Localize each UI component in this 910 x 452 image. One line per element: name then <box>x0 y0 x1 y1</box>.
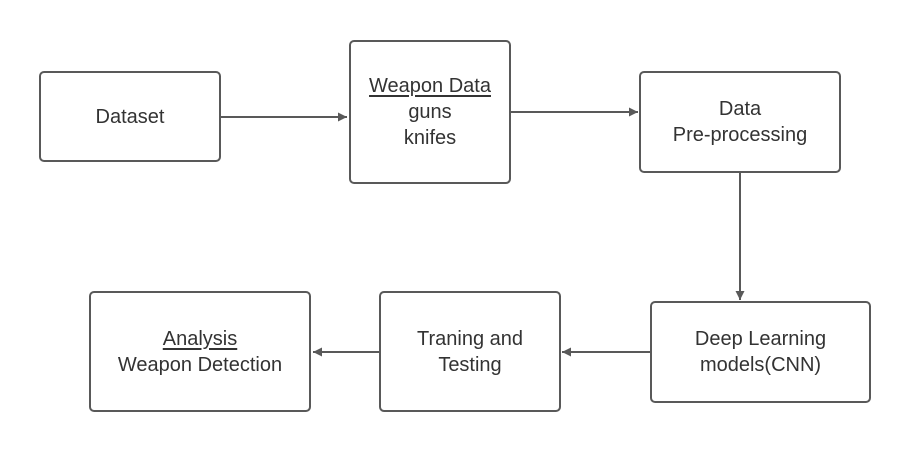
analysis-node: Analysis Weapon Detection <box>89 291 311 412</box>
weapon-data-title: Weapon Data <box>369 75 491 97</box>
training-line-2: Testing <box>438 353 502 376</box>
training-testing-node: Traning and Testing <box>379 291 561 412</box>
deep-learning-line-2: models(CNN) <box>699 354 822 376</box>
analysis-title: Analysis <box>162 327 238 350</box>
dataset-label: Dataset <box>95 105 165 128</box>
weapon-data-line-guns: guns <box>408 101 452 123</box>
analysis-line-weapon-detection: Weapon Detection <box>117 353 283 376</box>
deep-learning-line-1: Deep Learning <box>694 328 827 350</box>
preprocessing-line-1: Data <box>718 98 762 120</box>
preprocessing-node: Data Pre-processing <box>639 71 841 173</box>
weapon-data-node: Weapon Data guns knifes <box>349 40 511 184</box>
training-line-1: Traning and <box>417 327 523 350</box>
weapon-data-line-knifes: knifes <box>403 127 457 149</box>
dataset-node: Dataset <box>39 71 221 162</box>
deep-learning-node: Deep Learning models(CNN) <box>650 301 871 403</box>
preprocessing-line-2: Pre-processing <box>672 124 808 146</box>
